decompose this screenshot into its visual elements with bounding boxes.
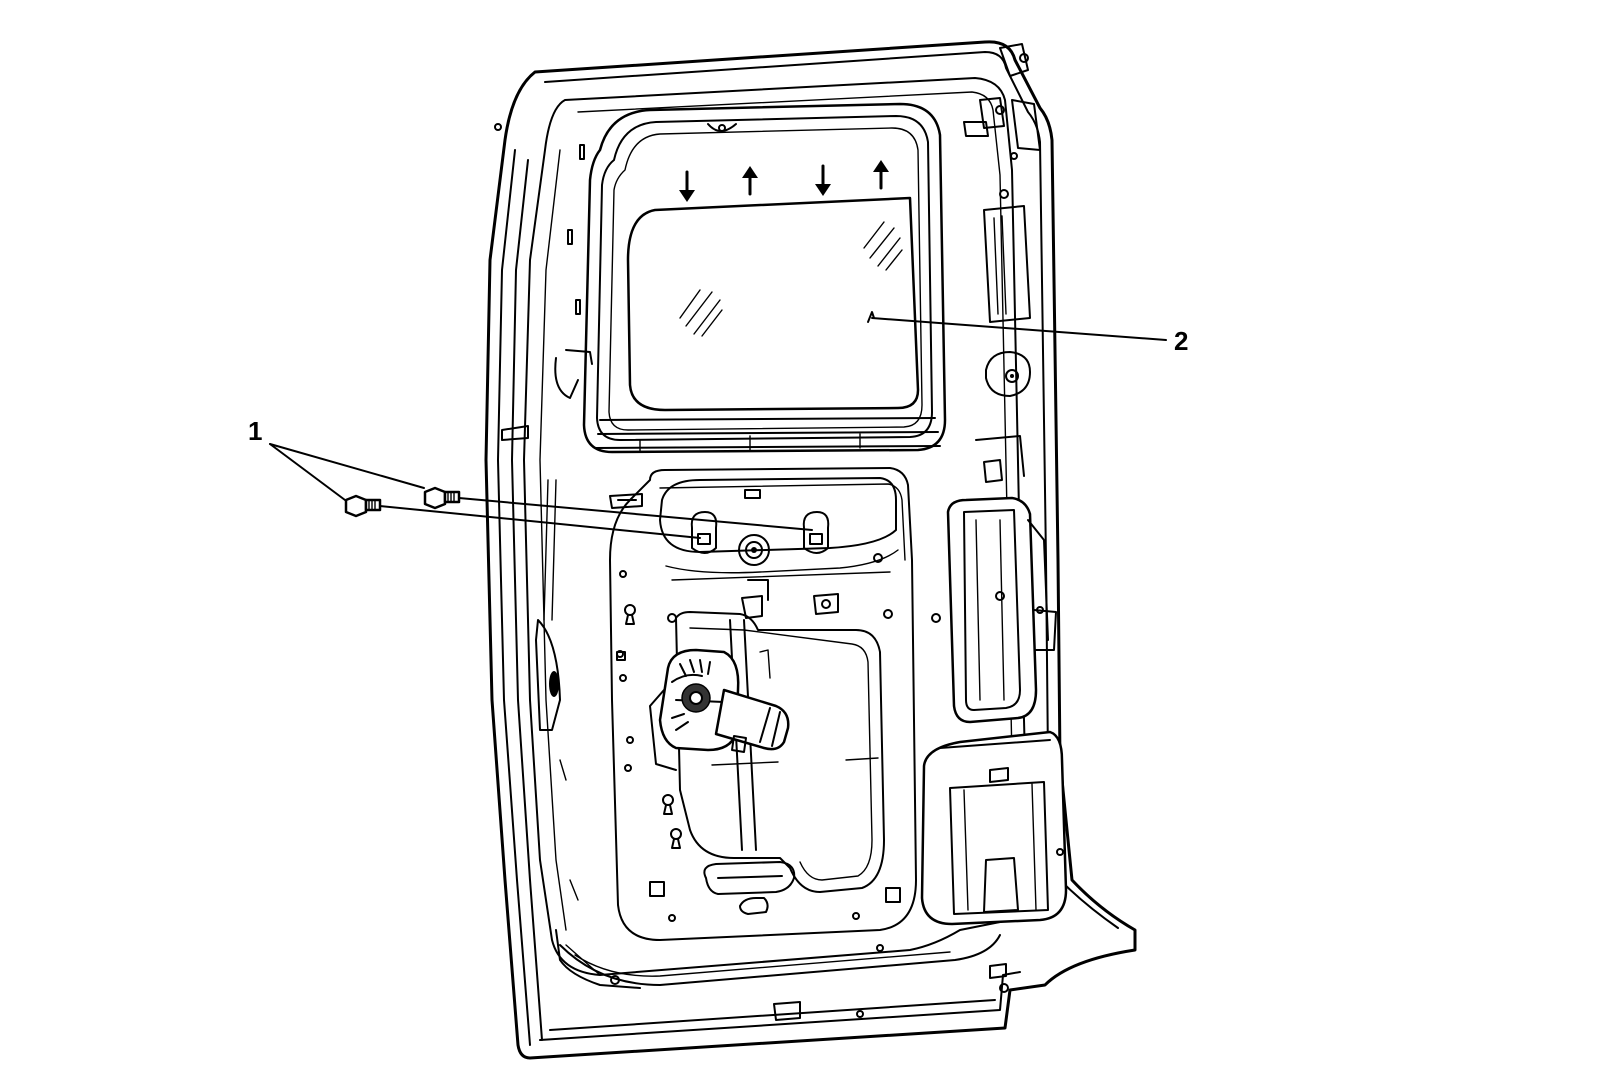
callout-1-leader-b xyxy=(269,443,425,489)
down-arrow-icon xyxy=(815,164,831,196)
callout-1-label: 1 xyxy=(248,416,262,446)
callout-2-label: 2 xyxy=(1174,326,1188,356)
callout-2-leader xyxy=(871,317,1167,341)
lower-access-panel xyxy=(609,467,917,952)
bolt-install-path-lines xyxy=(379,497,813,539)
bolt-right xyxy=(423,486,461,510)
bolt-icon xyxy=(423,486,461,510)
callout-1: 1 xyxy=(248,416,425,501)
bolt-icon xyxy=(344,494,382,518)
window-regulator xyxy=(649,611,885,915)
up-arrow-icon xyxy=(742,166,758,196)
right-side-panel xyxy=(773,97,1068,1021)
down-arrow-icon xyxy=(679,170,695,202)
bolt-left xyxy=(344,494,382,518)
direction-arrows xyxy=(679,160,889,202)
left-side-details xyxy=(501,144,641,989)
callout-2: 2 xyxy=(871,317,1188,356)
callout-1-leader-a xyxy=(269,443,346,501)
door-inner-panel xyxy=(523,77,1037,986)
window-glass xyxy=(626,196,920,412)
up-arrow-icon xyxy=(873,160,889,190)
